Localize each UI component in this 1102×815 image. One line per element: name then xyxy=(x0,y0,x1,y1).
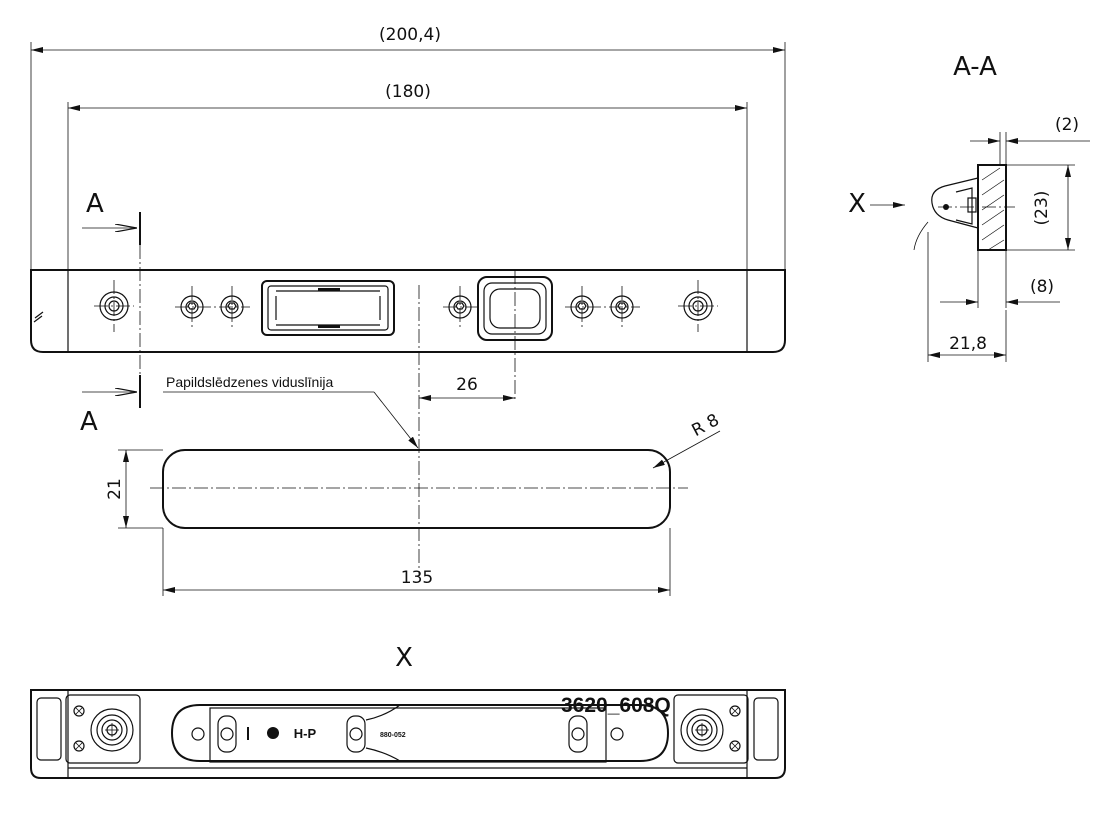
dimension-width: 21,8 xyxy=(927,232,1007,362)
mount-hole-right xyxy=(678,280,718,332)
screw-pair-left xyxy=(175,286,250,328)
dim-overall-length-label: (200,4) xyxy=(379,25,441,45)
dim-slot-length-label: 135 xyxy=(401,568,433,588)
section-marker-top: A xyxy=(82,189,141,245)
center-plate xyxy=(170,704,670,763)
front-view: (200,4) (180) A A xyxy=(30,25,786,575)
dim-depth-label: (8) xyxy=(1030,277,1054,297)
bolt-receiver xyxy=(477,270,553,402)
dimension-inner-length: (180) xyxy=(67,82,748,270)
slot-view: 21 135 R 8 xyxy=(105,410,723,596)
mount-block-right xyxy=(673,694,749,764)
dim-slot-radius-label: R 8 xyxy=(689,410,723,441)
mount-hole-left xyxy=(94,280,134,332)
dimension-slot-radius: R 8 xyxy=(652,410,723,469)
logo-marking: H-P xyxy=(294,726,317,741)
dimension-height: (23) xyxy=(1006,164,1075,251)
dim-slot-width-label: 21 xyxy=(105,478,125,500)
mount-block-left xyxy=(65,694,141,764)
section-letter-top: A xyxy=(86,189,104,219)
dim-height-label: (23) xyxy=(1032,191,1052,226)
dimension-depth: (8) xyxy=(940,250,1060,308)
view-title: X xyxy=(395,643,413,673)
code-marking: 880-052 xyxy=(380,732,406,739)
section-marker-bottom: A xyxy=(80,375,141,437)
bottom-view: X xyxy=(30,643,786,779)
dimension-slot-width: 21 xyxy=(105,449,163,529)
screw-pair-right xyxy=(565,286,640,328)
dim-inner-length-label: (180) xyxy=(385,82,431,102)
part-number-marking: 3620_608Q xyxy=(561,694,671,717)
bottom-view-body xyxy=(30,689,786,779)
dimension-slot-length: 135 xyxy=(162,528,671,596)
centerline-note: Papildslēdzenes viduslīnija xyxy=(166,374,334,390)
screw-mid xyxy=(443,286,477,328)
striker-plate-body xyxy=(30,269,786,353)
latch-slot xyxy=(261,280,395,336)
section-title: A-A xyxy=(953,52,997,82)
centerline-callout: Papildslēdzenes viduslīnija xyxy=(163,374,419,449)
section-profile xyxy=(913,164,1015,251)
dimension-offset: 26 xyxy=(419,375,515,401)
dim-offset-label: 26 xyxy=(456,375,478,395)
section-view: A-A X (2) xyxy=(848,52,1090,362)
view-arrow-label: X xyxy=(848,189,866,219)
dimension-overall-length: (200,4) xyxy=(30,25,786,270)
dim-thickness-label: (2) xyxy=(1055,115,1079,135)
dimension-thickness: (2) xyxy=(970,115,1090,165)
section-letter-bottom: A xyxy=(80,407,98,437)
dim-width-label: 21,8 xyxy=(949,334,987,354)
